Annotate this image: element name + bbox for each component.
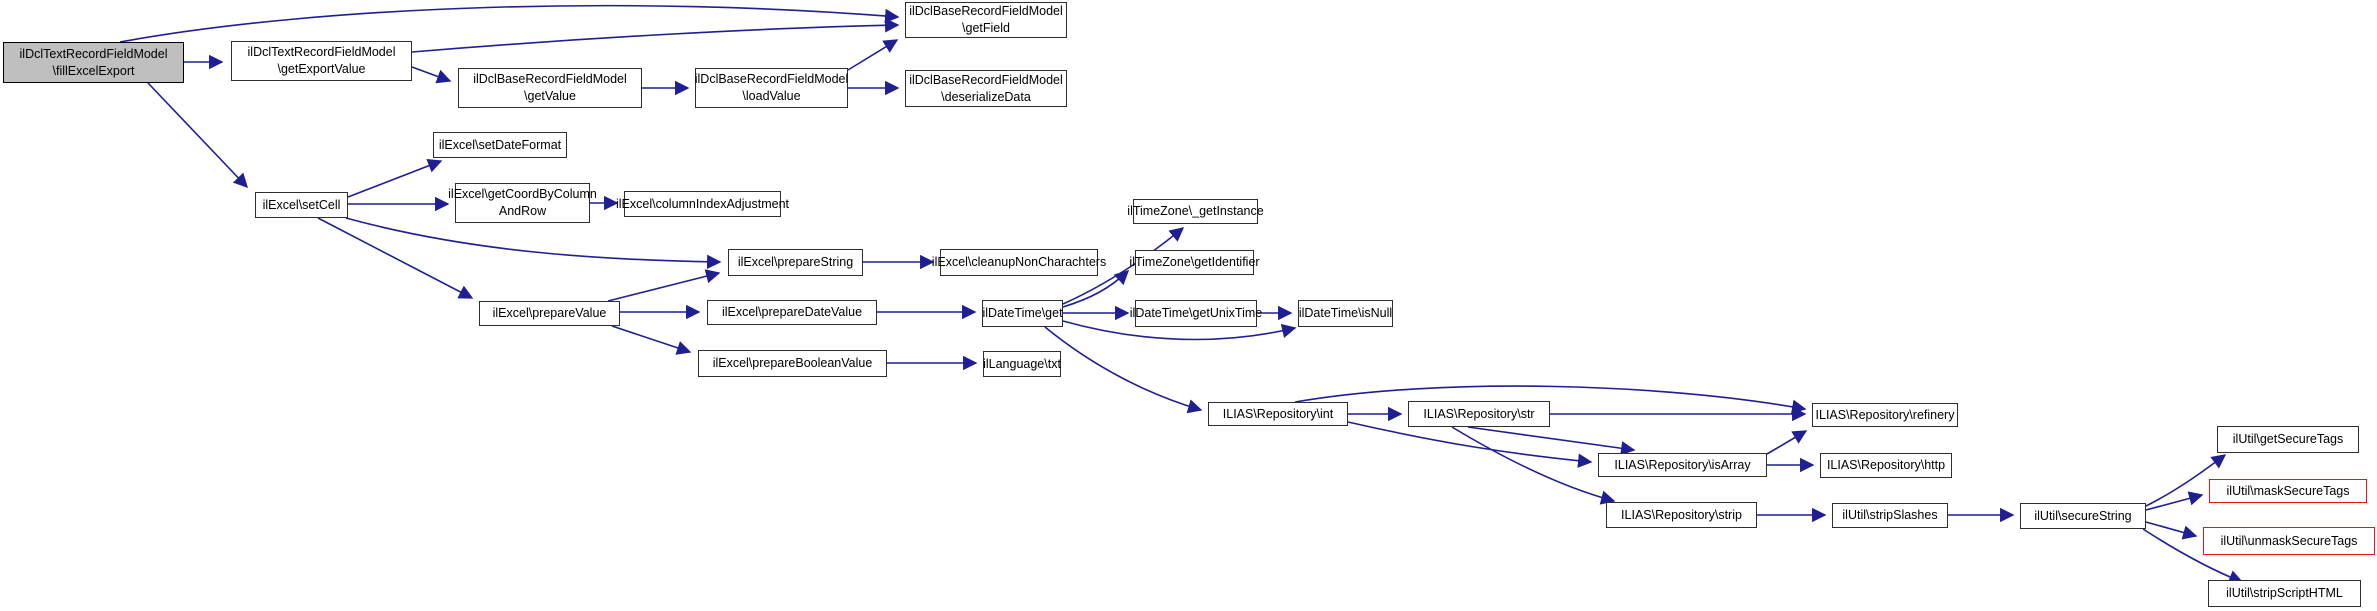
edge-getExportValue-getValue <box>411 66 452 84</box>
edge-fillExcelExport-getField <box>119 4 900 43</box>
node-label-line: ilDclTextRecordFieldModel <box>19 46 168 61</box>
edge-get-getIdentifier <box>1062 270 1130 308</box>
edge-setCell-prepareString <box>345 217 722 269</box>
node-label-line: ilUtil\secureString <box>2034 508 2132 523</box>
edge-secureString-unmaskSecureTags <box>2145 521 2198 540</box>
edge-int-isArray <box>1347 421 1593 468</box>
node-getField[interactable]: ilDclBaseRecordFieldModel \getField <box>905 2 1067 38</box>
node-getInstance[interactable]: ilTimeZone\_getInstance <box>1127 199 1264 224</box>
node-strip[interactable]: ILIAS\Repository\strip <box>1606 502 1757 528</box>
node-label-line: ilDateTime\getUnixTime <box>1129 306 1263 320</box>
edge-loadValue-getField <box>847 39 899 71</box>
node-label-line: \getField <box>962 21 1010 35</box>
node-prepareString[interactable]: ilExcel\prepareString <box>728 249 863 276</box>
node-isNull[interactable]: ilDateTime\isNull <box>1298 300 1393 327</box>
node-str[interactable]: ILIAS\Repository\str <box>1408 401 1550 427</box>
node-label-line: ilExcel\prepareValue <box>492 306 607 320</box>
node-fillExcelExport[interactable]: ilDclTextRecordFieldModel \fillExcelExpo… <box>3 42 184 83</box>
node-label-line: ilUtil\unmaskSecureTags <box>2220 533 2358 548</box>
node-label-line: ilExcel\columnIndexAdjustment <box>616 196 789 211</box>
edge-get-int <box>1044 326 1203 414</box>
node-label-line: \getValue <box>524 89 576 103</box>
node-getExportValue[interactable]: ilDclTextRecordFieldModel \getExportValu… <box>231 41 412 81</box>
edge-get-getInstance <box>1062 227 1185 305</box>
edge-prepareValue-prepareString <box>607 269 721 302</box>
edge-get-isNull <box>1062 320 1297 341</box>
node-loadValue[interactable]: ilDclBaseRecordFieldModel \loadValue <box>695 68 848 108</box>
edge-int-refinery <box>1294 385 1807 414</box>
node-label-line: ilExcel\setCell <box>262 197 341 212</box>
node-getIdentifier[interactable]: ilTimeZone\getIdentifier <box>1129 250 1260 275</box>
node-label-line: \loadValue <box>742 89 801 103</box>
node-label-line: ILIAS\Repository\isArray <box>1614 457 1751 472</box>
node-label-line: \getExportValue <box>277 62 366 76</box>
node-label-line: ilDateTime\get <box>982 306 1063 320</box>
node-setDateFormat[interactable]: ilExcel\setDateFormat <box>433 132 567 158</box>
node-http[interactable]: ILIAS\Repository\http <box>1820 453 1952 478</box>
node-label-line: ilExcel\prepareDateValue <box>721 305 863 319</box>
node-cleanupNonCharachters[interactable]: ilExcel\cleanupNonCharachters <box>932 249 1106 276</box>
edge-prepareValue-prepareBooleanValue <box>611 325 692 355</box>
edge-getExportValue-getField <box>411 18 900 53</box>
node-columnIndexAdjustment[interactable]: ilExcel\columnIndexAdjustment <box>616 191 789 217</box>
node-prepareBooleanValue[interactable]: ilExcel\prepareBooleanValue <box>698 350 887 377</box>
node-getSecureTags[interactable]: ilUtil\getSecureTags <box>2217 426 2359 453</box>
node-label-line: ILIAS\Repository\strip <box>1621 507 1742 522</box>
node-int[interactable]: ILIAS\Repository\int <box>1208 402 1348 426</box>
node-label-line: AndRow <box>498 204 547 218</box>
node-prepareValue[interactable]: ilExcel\prepareValue <box>479 301 620 326</box>
node-getUnixTime[interactable]: ilDateTime\getUnixTime <box>1130 300 1262 327</box>
node-label-line: ILIAS\Repository\int <box>1222 406 1334 421</box>
node-getValue[interactable]: ilDclBaseRecordFieldModel \getValue <box>458 68 642 108</box>
node-secureString[interactable]: ilUtil\secureString <box>2020 503 2146 529</box>
node-label-line: ilExcel\prepareBooleanValue <box>712 356 873 370</box>
node-label-line: ILIAS\Repository\refinery <box>1815 407 1955 422</box>
node-label-line: ilDclBaseRecordFieldModel <box>909 4 1063 18</box>
node-label-line: ilExcel\getCoordByColumn <box>448 187 597 201</box>
node-label-line: ilTimeZone\getIdentifier <box>1129 255 1260 269</box>
edge-secureString-maskSecureTags <box>2145 491 2204 511</box>
node-label-line: ilUtil\stripScriptHTML <box>2226 586 2343 600</box>
node-label-line: ilExcel\setDateFormat <box>438 137 562 152</box>
node-unmaskSecureTags[interactable]: ilUtil\unmaskSecureTags <box>2203 527 2375 555</box>
edge-str-strip <box>1451 426 1616 505</box>
node-label-line: ilUtil\stripSlashes <box>1842 508 1938 522</box>
node-label-line: ilDclBaseRecordFieldModel <box>909 72 1063 87</box>
node-isArray[interactable]: ILIAS\Repository\isArray <box>1598 453 1767 477</box>
node-deserializeData[interactable]: ilDclBaseRecordFieldModel \deserializeDa… <box>905 70 1067 107</box>
node-label-line: ILIAS\Repository\http <box>1826 458 1946 472</box>
node-label-line: ILIAS\Repository\str <box>1423 406 1535 421</box>
node-getCoordByColumnAndRow[interactable]: ilExcel\getCoordByColumn AndRow <box>448 183 597 223</box>
node-txt[interactable]: ilLanguage\txt <box>983 351 1061 377</box>
edge-secureString-getSecureTags <box>2145 454 2227 507</box>
node-label-line: ilDclBaseRecordFieldModel <box>473 72 627 86</box>
node-label-line: ilExcel\prepareString <box>737 255 854 269</box>
node-label-line: \deserializeData <box>941 89 1031 104</box>
node-label-line: ilDateTime\isNull <box>1298 306 1393 320</box>
edge-setCell-prepareValue <box>317 217 474 299</box>
node-label-line: ilUtil\getSecureTags <box>2232 432 2344 446</box>
node-label-line: ilDclBaseRecordFieldModel <box>694 72 849 86</box>
node-label-line: ilLanguage\txt <box>983 356 1061 371</box>
node-label-line: ilExcel\cleanupNonCharachters <box>931 255 1107 269</box>
node-label-line: \fillExcelExport <box>52 63 135 78</box>
node-get[interactable]: ilDateTime\get <box>982 300 1063 327</box>
node-label-line: ilUtil\maskSecureTags <box>2226 483 2350 498</box>
node-maskSecureTags[interactable]: ilUtil\maskSecureTags <box>2209 479 2367 503</box>
node-label-line: ilDclTextRecordFieldModel <box>247 45 396 59</box>
node-stripScriptHTML[interactable]: ilUtil\stripScriptHTML <box>2208 580 2361 607</box>
edge-secureString-stripScriptHTML <box>2142 528 2244 584</box>
edge-str-isArray <box>1467 426 1636 456</box>
edge-isArray-refinery <box>1766 430 1808 455</box>
node-label-line: ilTimeZone\_getInstance <box>1127 204 1264 218</box>
edge-fillExcelExport-setCell <box>147 82 248 189</box>
edge-setCell-setDateFormat <box>347 158 443 198</box>
node-stripSlashes[interactable]: ilUtil\stripSlashes <box>1832 503 1948 528</box>
node-prepareDateValue[interactable]: ilExcel\prepareDateValue <box>707 300 877 325</box>
node-refinery[interactable]: ILIAS\Repository\refinery <box>1812 403 1958 427</box>
node-setCell[interactable]: ilExcel\setCell <box>255 192 348 218</box>
